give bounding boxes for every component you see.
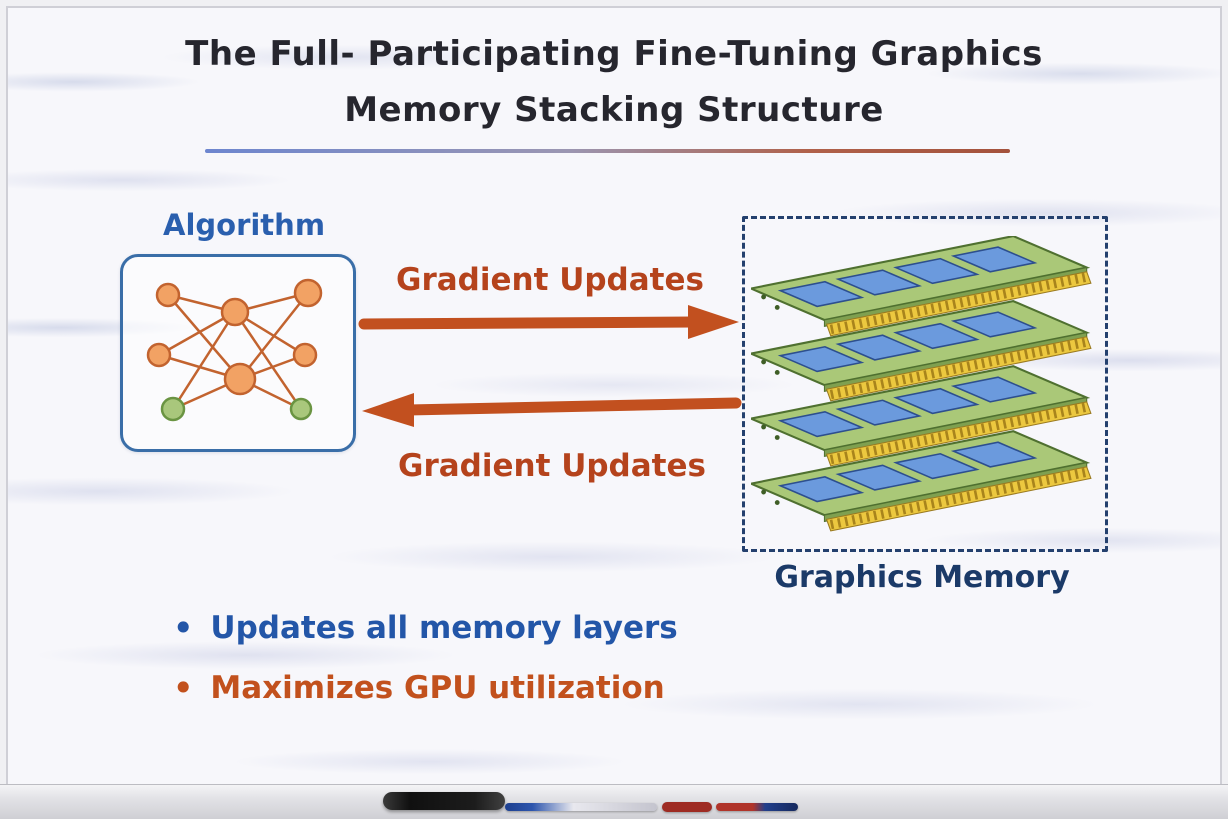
- gradient-updates-top-label: Gradient Updates: [396, 262, 704, 298]
- red-blue-pen-icon: [716, 803, 798, 811]
- bullet-text: Updates all memory layers: [210, 610, 678, 646]
- ram-stack-icon: [751, 236, 1093, 532]
- title-line-1: The Full- Participating Fine-Tuning Grap…: [185, 34, 1043, 74]
- red-marker-icon: [662, 802, 712, 812]
- algorithm-box: [120, 254, 356, 452]
- bullet-list: • Updates all memory layers • Maximizes …: [172, 608, 678, 728]
- marker-tray: [0, 784, 1228, 819]
- title-line-2: Memory Stacking Structure: [344, 90, 884, 130]
- bullet-dot: •: [172, 666, 195, 710]
- bullet-text: Maximizes GPU utilization: [210, 670, 665, 706]
- arrow-right-icon: [358, 300, 743, 344]
- bullet-item-gpu-utilization: • Maximizes GPU utilization: [172, 668, 678, 708]
- neural-network-icon: [146, 278, 323, 422]
- blue-pen-icon: [505, 803, 657, 811]
- bullet-dot: •: [172, 606, 195, 650]
- title-underline: [205, 149, 1010, 153]
- bullet-item-memory-layers: • Updates all memory layers: [172, 608, 678, 648]
- page-title: The Full- Participating Fine-Tuning Grap…: [0, 26, 1228, 138]
- graphics-memory-box: [742, 216, 1108, 552]
- black-marker-icon: [383, 792, 505, 810]
- graphics-memory-label: Graphics Memory: [774, 560, 1070, 595]
- gradient-updates-bottom-label: Gradient Updates: [398, 448, 706, 484]
- algorithm-label: Algorithm: [163, 208, 326, 242]
- arrow-left-icon: [358, 386, 743, 432]
